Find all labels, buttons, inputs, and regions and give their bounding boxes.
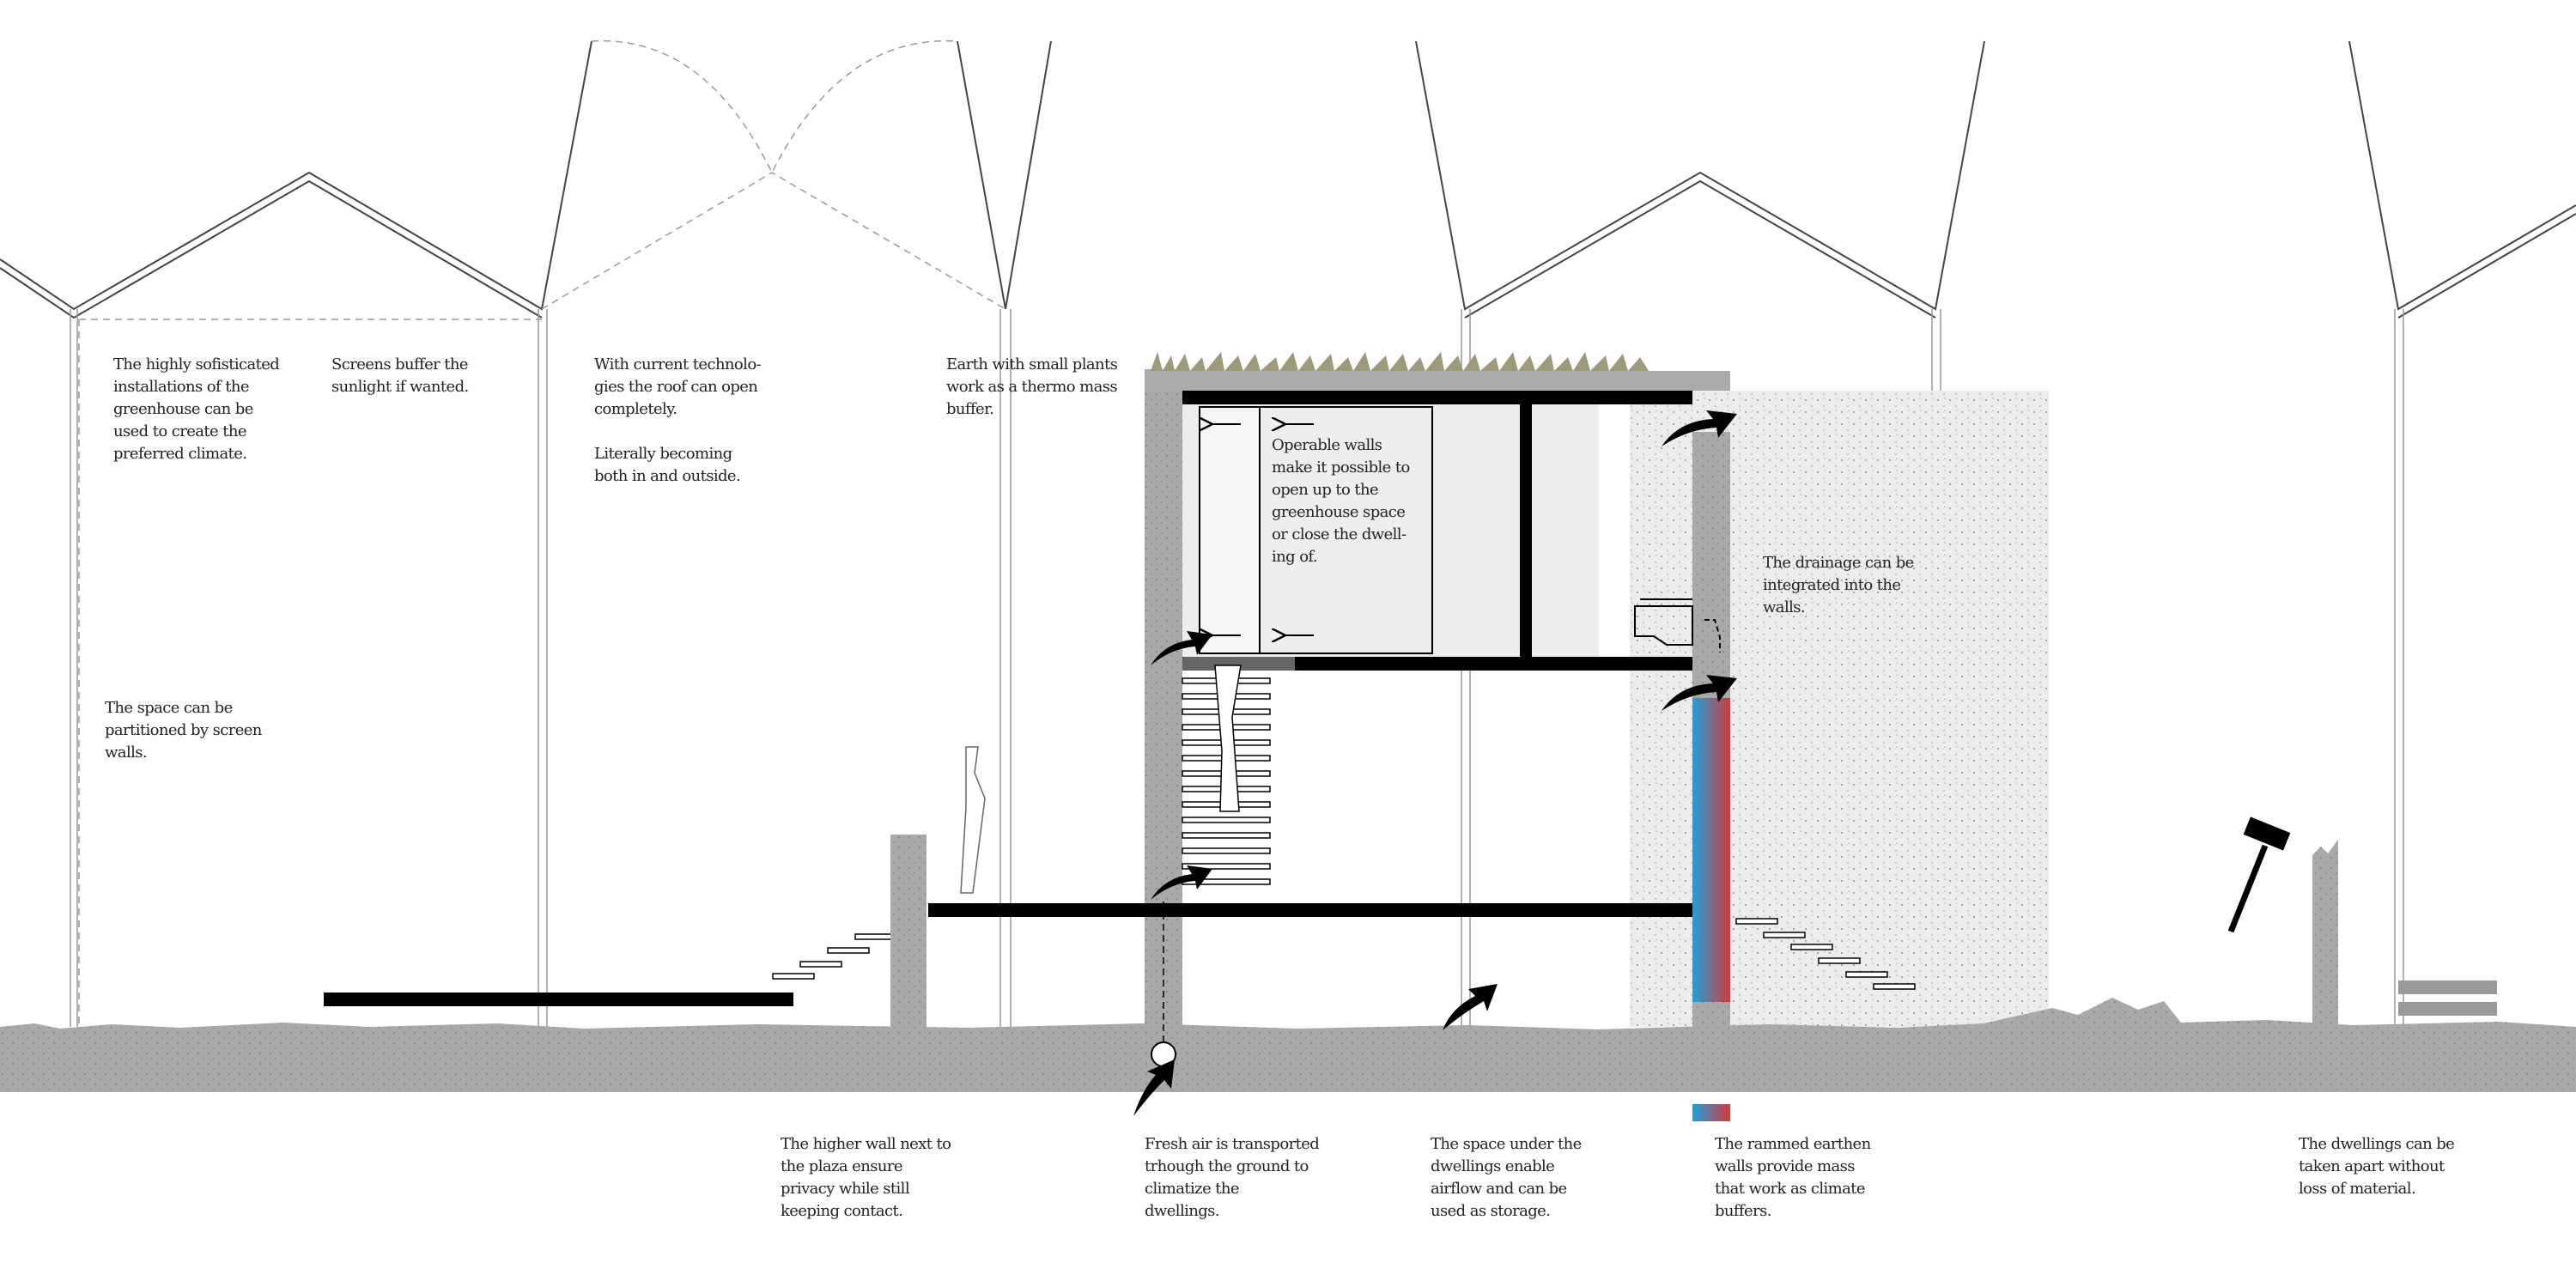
note-earth-plants: Earth with small plants work as a thermo… (946, 355, 1118, 418)
plaza-wall (890, 835, 927, 1032)
note-higher-wall: The higher wall next to the plaza ensure… (781, 1135, 951, 1220)
note-operable-walls: Operable walls make it possible to open … (1272, 436, 1410, 566)
person-figure (1214, 665, 1242, 812)
note-rammed-earth: The rammed earthen walls provide mass th… (1715, 1135, 1871, 1220)
person-figure (960, 746, 986, 894)
ground (0, 998, 2576, 1092)
note-taken-apart: The dwellings can be taken apart without… (2299, 1135, 2455, 1198)
note-roof-open: With current technolo- gies the roof can… (594, 355, 762, 485)
note-fresh-air: Fresh air is transported trhough the gro… (1145, 1135, 1320, 1220)
note-space-under: The space under the dwellings enable air… (1431, 1135, 1582, 1220)
note-installations: The highly sofisticated installations of… (113, 355, 280, 463)
airflow-arrow-icons (1133, 410, 1737, 1116)
temperature-legend (1692, 1104, 1730, 1121)
note-partitioned: The space can be partitioned by screen w… (105, 699, 262, 762)
slide-arrow-icons (1211, 424, 1314, 635)
roof-plants (1151, 352, 1649, 371)
note-drainage: The drainage can be integrated into the … (1763, 554, 1914, 616)
open-roof-dashed (78, 39, 1006, 1027)
note-screens: Screens buffer the sunlight if wanted. (331, 355, 469, 396)
greenhouse-roof (0, 40, 2576, 319)
floor-slabs (324, 391, 1692, 1006)
drainage-gutter (1634, 598, 1693, 646)
hammer-icon (2227, 817, 2291, 933)
green-roof-soil (1145, 371, 1730, 391)
broken-wall (2312, 840, 2338, 1027)
temperature-gradient-wall (1692, 698, 1730, 1002)
stacked-material (2398, 980, 2497, 1016)
